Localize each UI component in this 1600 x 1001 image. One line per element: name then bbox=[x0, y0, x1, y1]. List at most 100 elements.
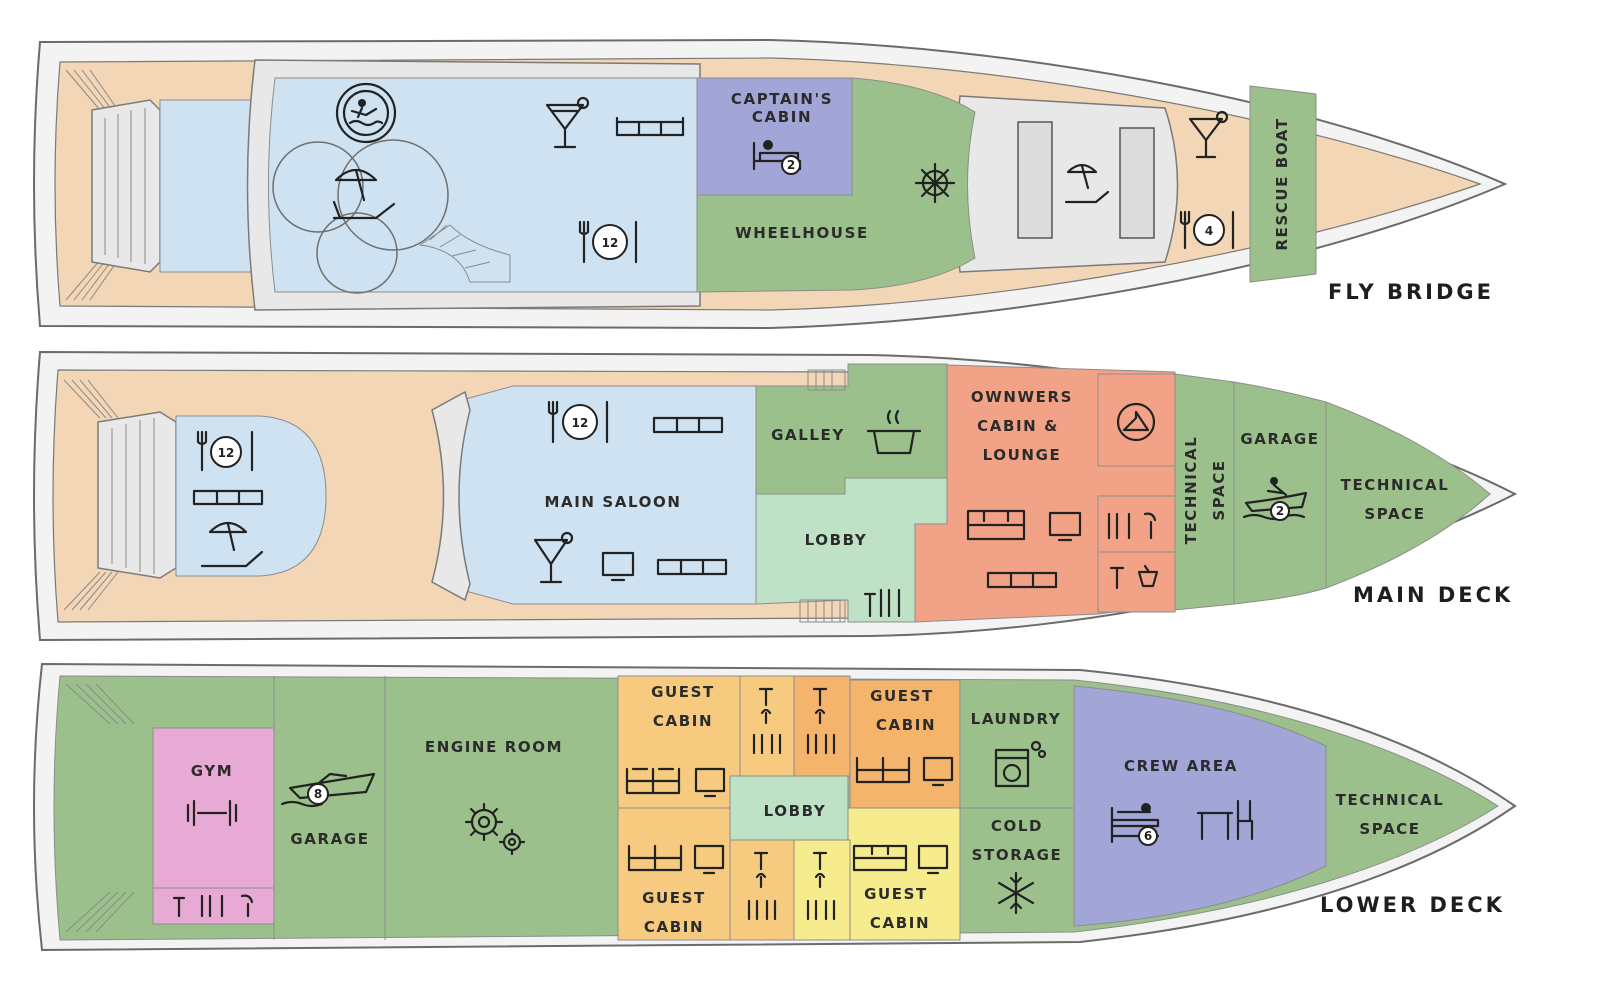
beds-icon-cabin-2 bbox=[855, 756, 911, 784]
crew-area-label: CREW AREA bbox=[1124, 757, 1238, 775]
sofa-bed-icon-cabin-4 bbox=[852, 844, 908, 872]
sunbed-umbrella-icon bbox=[332, 168, 396, 220]
jacuzzi-icon bbox=[335, 82, 397, 144]
dining-seats-badge: 12 bbox=[602, 236, 619, 250]
dining-icon-fore: 4 bbox=[1179, 210, 1235, 250]
rescue-boat-label: RESCUE BOAT bbox=[1273, 117, 1291, 250]
owners-label-3: LOUNGE bbox=[983, 446, 1062, 464]
restroom-icon-owners bbox=[1107, 512, 1157, 540]
sofa-icon-aft bbox=[192, 489, 264, 506]
fly-bridge-spiral-stair bbox=[418, 224, 511, 283]
sofa-icon-owners bbox=[986, 571, 1058, 589]
lower-garage-label: GARAGE bbox=[290, 830, 369, 848]
jetski-icon: 2 bbox=[1242, 477, 1308, 521]
guest-bath-2 bbox=[793, 675, 851, 777]
guest-cabin-1-label-1: GUEST bbox=[651, 683, 715, 701]
main-deck-title: MAIN DECK bbox=[1353, 583, 1513, 607]
fly-bridge-deck: CAPTAIN'S CABIN WHEELHOUSE RESCUE BOAT F… bbox=[33, 38, 1508, 330]
dining-icon-saloon: 12 bbox=[547, 400, 609, 444]
cocktail-icon-fore bbox=[1188, 110, 1229, 159]
jacuzzi-area bbox=[272, 139, 449, 294]
lower-tech-label-2: SPACE bbox=[1359, 820, 1420, 838]
jetski-badge: 2 bbox=[1276, 504, 1284, 518]
fly-bridge-title: FLY BRIDGE bbox=[1328, 280, 1494, 304]
engine-room-label: ENGINE ROOM bbox=[425, 738, 563, 756]
sofa-icon-saloon-top bbox=[652, 416, 724, 434]
bed-icon: 2 bbox=[752, 140, 802, 175]
cooking-pot-icon bbox=[866, 409, 922, 455]
main-saloon-label: MAIN SALOON bbox=[545, 493, 682, 511]
tech-vertical-label-1: TECHNICAL bbox=[1182, 436, 1200, 545]
bathroom-icon-4 bbox=[806, 851, 836, 921]
beds-icon-cabin-3 bbox=[627, 844, 683, 872]
gym-room bbox=[152, 727, 275, 889]
owners-label-1: OWNWERS bbox=[971, 388, 1073, 406]
cocktail-icon bbox=[545, 96, 590, 149]
tender-badge: 8 bbox=[314, 787, 322, 801]
guest-cabin-1-label-2: CABIN bbox=[653, 712, 713, 730]
bathroom-icon-3 bbox=[747, 851, 777, 921]
sofa-bed-icon-owners bbox=[966, 509, 1026, 541]
crew-beds-badge: 6 bbox=[1144, 829, 1152, 843]
fly-bridge-aft-structure bbox=[91, 99, 161, 273]
fore-dining-seats-badge: 4 bbox=[1205, 224, 1213, 238]
guest-cabin-3-label-1: GUEST bbox=[642, 889, 706, 907]
main-deck: MAIN SALOON GALLEY LOBBY OWNWERS CABIN &… bbox=[33, 350, 1518, 642]
tech-vertical-label-2: SPACE bbox=[1210, 459, 1228, 520]
snowflake-icon bbox=[997, 871, 1035, 915]
owners-bathroom bbox=[1097, 495, 1176, 613]
lower-deck-aft-stairs bbox=[65, 683, 135, 933]
lobby-label: LOBBY bbox=[805, 531, 868, 549]
tv-icon-cabin-2 bbox=[922, 756, 954, 787]
sofa-icon bbox=[615, 116, 685, 137]
helm-wheel-icon bbox=[914, 162, 956, 204]
sunbed-umbrella-icon-aft bbox=[200, 521, 264, 568]
captains-cabin-label-2: CABIN bbox=[752, 108, 812, 126]
saloon-aft-glazing bbox=[431, 390, 471, 602]
lower-lobby-label: LOBBY bbox=[764, 802, 827, 820]
cold-storage-label-2: STORAGE bbox=[972, 846, 1063, 864]
crew-bunk-icon: 6 bbox=[1110, 803, 1160, 846]
guest-cabin-4-label-2: CABIN bbox=[870, 914, 930, 932]
guest-bath-4 bbox=[793, 839, 851, 941]
lower-deck: GYM GARAGE ENGINE ROOM GUEST CABIN GUEST… bbox=[33, 662, 1517, 952]
tender-boat-icon: 8 bbox=[280, 772, 376, 808]
technical-space-room bbox=[1325, 401, 1491, 589]
guest-cabin-2-label-2: CABIN bbox=[876, 716, 936, 734]
dining-table-icon bbox=[1196, 799, 1254, 841]
guest-cabin-2 bbox=[849, 679, 961, 809]
tv-icon-cabin-4 bbox=[917, 844, 949, 875]
sink-bath-icon-owners bbox=[1109, 564, 1159, 590]
gym-bathroom bbox=[152, 887, 275, 925]
fly-bridge-aft-stairs bbox=[65, 69, 119, 301]
sunbed-umbrella-icon-fore bbox=[1064, 163, 1110, 204]
dining-icon: 12 bbox=[578, 220, 638, 264]
tv-icon-cabin-1 bbox=[694, 767, 726, 798]
galley-label: GALLEY bbox=[771, 426, 845, 444]
fly-bridge-aft-lounge bbox=[159, 99, 256, 273]
tv-icon-owners bbox=[1048, 511, 1082, 542]
tech-space-label-1: TECHNICAL bbox=[1341, 476, 1450, 494]
owners-wardrobe bbox=[1097, 373, 1176, 467]
guest-cabin-3-label-2: CABIN bbox=[644, 918, 704, 936]
main-deck-aft-stairs bbox=[63, 379, 119, 611]
aft-dining-seats-badge: 12 bbox=[218, 446, 235, 460]
owners-label-2: CABIN & bbox=[977, 417, 1059, 435]
main-deck-fore-stairs bbox=[799, 369, 846, 623]
lower-tech-label-1: TECHNICAL bbox=[1336, 791, 1445, 809]
tv-icon-saloon bbox=[601, 551, 635, 582]
hanger-icon bbox=[1116, 402, 1156, 442]
dumbbell-icon bbox=[186, 799, 238, 827]
bathroom-icon-1 bbox=[752, 687, 782, 755]
gears-icon bbox=[464, 802, 526, 856]
captains-bed-badge: 2 bbox=[787, 158, 795, 172]
laundry-label: LAUNDRY bbox=[971, 710, 1062, 728]
restroom-icon-gym bbox=[172, 894, 254, 918]
cold-storage-label-1: COLD bbox=[991, 817, 1043, 835]
wheelhouse-label: WHEELHOUSE bbox=[735, 224, 869, 242]
rescue-boat-room bbox=[1249, 85, 1317, 283]
tv-icon-cabin-3 bbox=[693, 844, 725, 875]
bathroom-icon-2 bbox=[806, 687, 836, 755]
washing-machine-icon bbox=[994, 740, 1047, 788]
